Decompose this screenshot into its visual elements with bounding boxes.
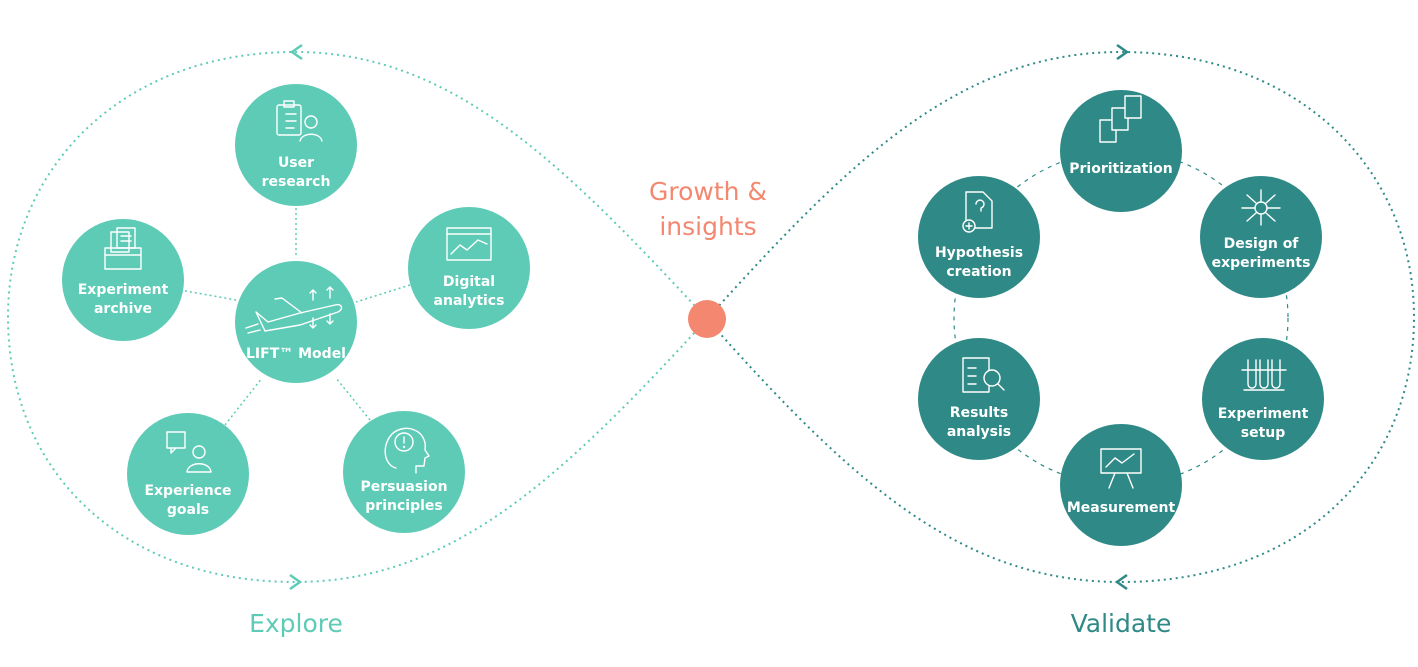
node-design-of-experiments: Design of experiments: [1200, 176, 1322, 298]
arrow-left-icon: [1114, 573, 1128, 591]
node-label-line2: analytics: [434, 293, 505, 309]
validate-title: Validate: [1071, 609, 1172, 638]
explore-connectors: [179, 208, 411, 426]
node-prioritization: Prioritization: [1060, 90, 1182, 212]
node-label-line2: research: [262, 174, 331, 190]
explore-title: Explore: [249, 609, 343, 638]
presentation-board-icon: [1100, 448, 1142, 489]
node-label-line2: analysis: [947, 424, 1011, 440]
node-label-line1: Hypothesis: [935, 245, 1023, 261]
arrow-left-icon: [289, 43, 303, 61]
archive-box-icon: [104, 227, 142, 270]
clipboard-user-icon: [276, 100, 323, 142]
node-label-line2: experiments: [1212, 255, 1311, 271]
test-tubes-icon: [1241, 359, 1287, 391]
node-label-line1: Results: [950, 405, 1008, 421]
arrow-right-icon: [289, 573, 303, 591]
center-title-line2: insights: [659, 212, 756, 241]
node-label-line1: Prioritization: [1069, 161, 1172, 177]
node-user-research: User research: [235, 84, 357, 206]
node-measurement: Measurement: [1060, 424, 1182, 546]
document-magnifier-icon: [962, 357, 1005, 393]
node-label-line1: Digital: [443, 274, 495, 290]
head-exclamation-icon: [384, 427, 430, 474]
node-label-line2: goals: [167, 502, 209, 518]
node-label-line2: setup: [1241, 425, 1286, 441]
node-hypothesis-creation: Hypothesis creation: [918, 176, 1040, 298]
node-label-line2: creation: [946, 264, 1011, 280]
node-label-line1: User: [278, 155, 314, 171]
node-persuasion-principles: Persuasion principles: [343, 411, 465, 533]
node-label-line1: Experiment: [1218, 406, 1309, 422]
node-label-line1: Measurement: [1067, 500, 1176, 516]
numbered-pages-icon: [1099, 95, 1142, 143]
user-dollar-icon: [166, 431, 212, 473]
node-experience-goals: Experience goals: [127, 413, 249, 535]
arrow-right-icon: [1116, 43, 1130, 61]
node-label-line1: Experiment: [78, 282, 169, 298]
node-label-line1: Design of: [1224, 236, 1300, 252]
explore-loop: [6, 50, 708, 584]
node-label-line2: archive: [94, 301, 152, 317]
node-label-line1: Experience: [144, 483, 231, 499]
node-lift-model: LIFT™ Model: [235, 261, 357, 383]
node-label-line1: Persuasion: [360, 479, 447, 495]
node-results-analysis: Results analysis: [918, 338, 1040, 460]
center-title-line1: Growth &: [649, 177, 767, 206]
validate-loop: [706, 50, 1416, 584]
network-icon: [1241, 189, 1281, 226]
document-question-icon: [962, 191, 993, 233]
node-digital-analytics: Digital analytics: [408, 207, 530, 329]
node-label-line2: principles: [365, 498, 442, 514]
node-experiment-setup: Experiment setup: [1202, 338, 1324, 460]
airplane-icon: [245, 286, 343, 334]
hub-label: LIFT™ Model: [246, 346, 346, 362]
center-dot: [688, 300, 726, 338]
node-experiment-archive: Experiment archive: [62, 219, 184, 341]
browser-chart-icon: [446, 227, 492, 261]
